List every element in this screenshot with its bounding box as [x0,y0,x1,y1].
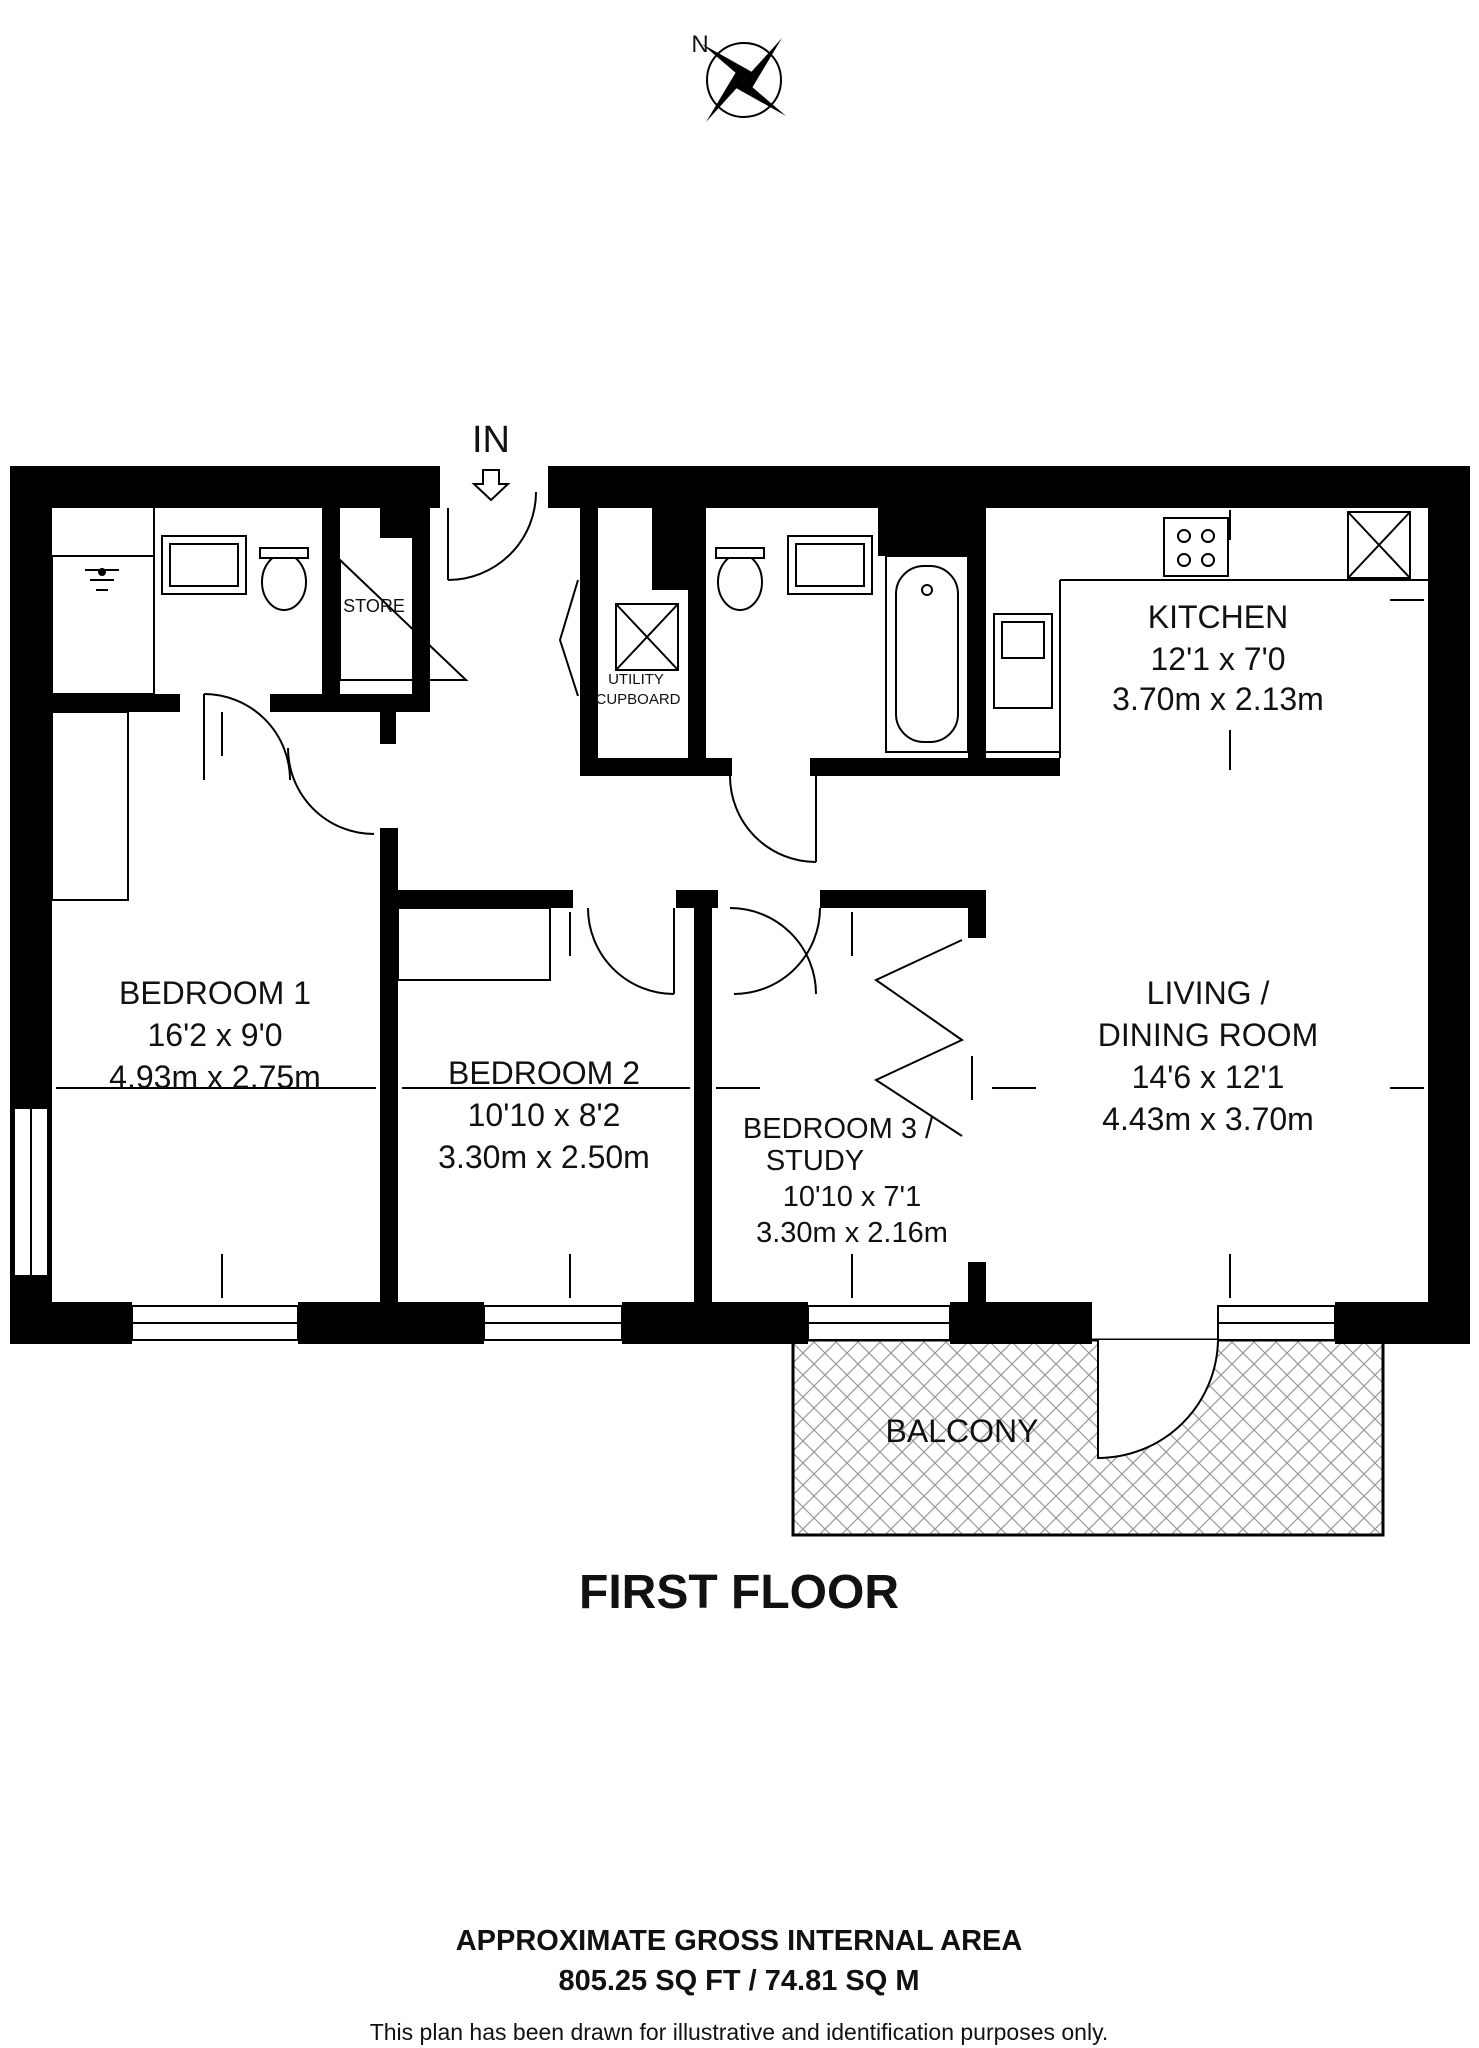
utility-unit-icon [615,603,679,671]
balcony-area [791,1338,1385,1537]
compass-rose-icon [702,38,786,122]
living-line1: LIVING / [1147,975,1270,1011]
kitchen-imperial: 12'1 x 7'0 [1151,641,1286,677]
bedroom1-imperial: 16'2 x 9'0 [148,1017,283,1053]
bathroom-1-fixtures [51,508,309,695]
utility-label-line2: CUPBOARD [595,691,680,708]
compass-north-label: N [691,31,708,58]
entrance-label: IN [472,419,510,461]
door-swings [203,491,964,1137]
bedroom2-imperial: 10'10 x 8'2 [468,1097,621,1133]
entrance-arrow-icon [471,469,511,502]
kitchen-metric: 3.70m x 2.13m [1112,681,1324,717]
bedroom3-imperial: 10'10 x 7'1 [783,1181,921,1213]
store-label: STORE [343,596,405,616]
bedroom2-name: BEDROOM 2 [448,1055,640,1091]
bedroom2-metric: 3.30m x 2.50m [438,1139,650,1175]
living-imperial: 14'6 x 12'1 [1132,1059,1285,1095]
bedroom3-metric: 3.30m x 2.16m [756,1217,948,1249]
balcony-name: BALCONY [886,1413,1039,1449]
bedroom1-name: BEDROOM 1 [119,975,311,1011]
windows [13,1107,1336,1341]
utility-label-line1: UTILITY [608,671,664,688]
floor-title: FIRST FLOOR [579,1566,899,1619]
bedroom3-line2: STUDY [766,1145,864,1177]
bathroom-2-fixtures [715,535,969,753]
bedroom3-line1: BEDROOM 3 / [743,1113,934,1145]
bedroom1-metric: 4.93m x 2.75m [109,1059,321,1095]
inner-walls [52,508,1060,1304]
dimension-arrows [56,510,1424,1298]
kitchen-fixtures [986,511,1428,758]
living-metric: 4.43m x 3.70m [1102,1101,1314,1137]
kitchen-name: KITCHEN [1148,599,1288,635]
area-heading: APPROXIMATE GROSS INTERNAL AREA [456,1925,1023,1957]
disclaimer: This plan has been drawn for illustrativ… [370,2019,1109,2045]
wardrobes [51,711,551,981]
living-line2: DINING ROOM [1098,1017,1318,1053]
area-value: 805.25 SQ FT / 74.81 SQ M [558,1965,919,1997]
